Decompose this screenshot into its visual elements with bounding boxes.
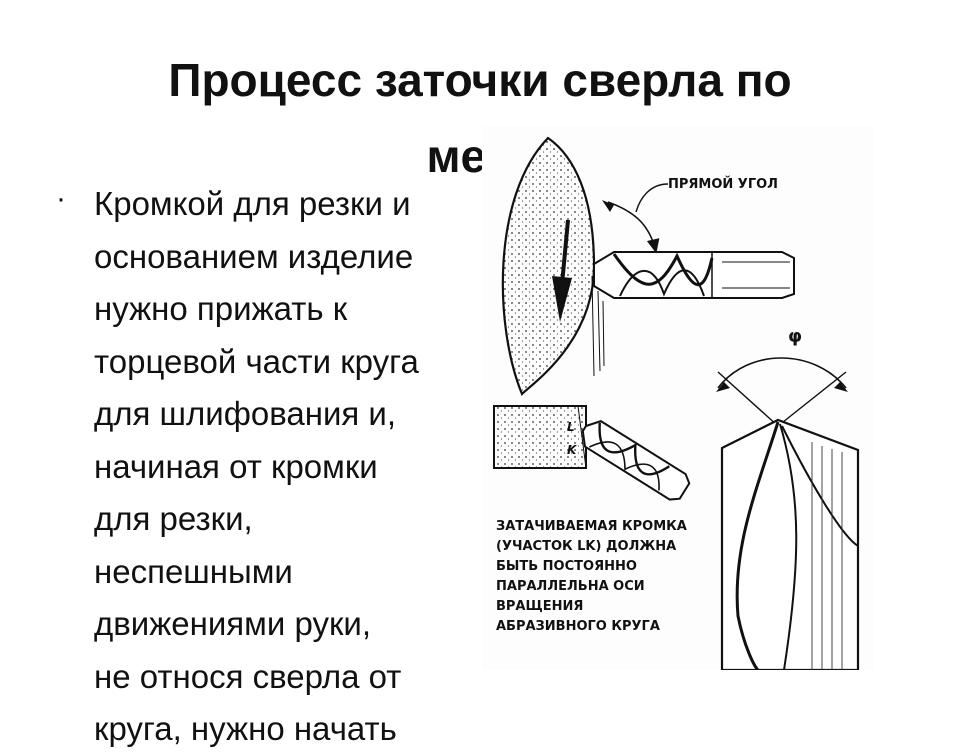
large-drill-tip-shape bbox=[720, 418, 860, 672]
grinding-wheel-shape bbox=[501, 136, 596, 396]
bullet-line: Кромкой для резки и bbox=[94, 185, 411, 222]
note-line: ПАРАЛЛЕЛЬНА ОСИ bbox=[496, 579, 645, 594]
right-angle-arc bbox=[607, 201, 660, 254]
slide: Процесс заточки сверла по мета · Кромкой… bbox=[56, 54, 874, 747]
note-line: ВРАЩЕНИЯ bbox=[496, 599, 583, 614]
contact-hatch-lines bbox=[591, 275, 605, 377]
bullet-line: основанием изделие bbox=[94, 237, 414, 275]
note-line: (УЧАСТОК LK) ДОЛЖНА bbox=[496, 539, 676, 554]
phi-angle-arc bbox=[717, 357, 847, 389]
right-angle-label: ПРЯМОЙ УГОЛ bbox=[668, 176, 778, 192]
drill-sharpening-diagram: ПРЯМОЙ УГОЛ φ bbox=[482, 126, 874, 672]
diagram-svg: ПРЯМОЙ УГОЛ φ bbox=[493, 136, 860, 672]
bullet-line: начиная от кромки bbox=[94, 447, 378, 485]
label-l: L bbox=[567, 420, 575, 434]
bullet-line: торцевой части круга bbox=[94, 342, 419, 380]
bullet-line: круга, нужно начать bbox=[94, 710, 397, 747]
note-line: АБРАЗИВНОГО КРУГА bbox=[496, 619, 660, 634]
bullet-line: для шлифования и, bbox=[94, 395, 397, 432]
bullet-line: нужно прижать к bbox=[94, 290, 348, 327]
abrasive-block-shape bbox=[493, 405, 587, 469]
label-k: K bbox=[567, 443, 578, 457]
bullet-line: неспешными bbox=[94, 552, 293, 590]
note-line: БЫТЬ ПОСТОЯННО bbox=[496, 559, 637, 574]
small-drill-shape bbox=[581, 420, 691, 501]
phi-label: φ bbox=[788, 326, 802, 347]
bullet-line: для резки, bbox=[94, 500, 253, 537]
bullet-dot-icon: · bbox=[56, 182, 66, 215]
sharpening-note: ЗАТАЧИВАЕМАЯ КРОМКА (УЧАСТОК LK) ДОЛЖНА … bbox=[496, 519, 687, 634]
bullet-line: не относя сверла от bbox=[94, 657, 402, 695]
bullet-text: Кромкой для резки и основанием изделие н… bbox=[94, 178, 494, 756]
top-drill-shape bbox=[593, 251, 795, 299]
title-line-1: Процесс заточки сверла по bbox=[168, 54, 792, 106]
bullet-line: движениями руки, bbox=[94, 605, 371, 642]
note-line: ЗАТАЧИВАЕМАЯ КРОМКА bbox=[496, 519, 687, 534]
